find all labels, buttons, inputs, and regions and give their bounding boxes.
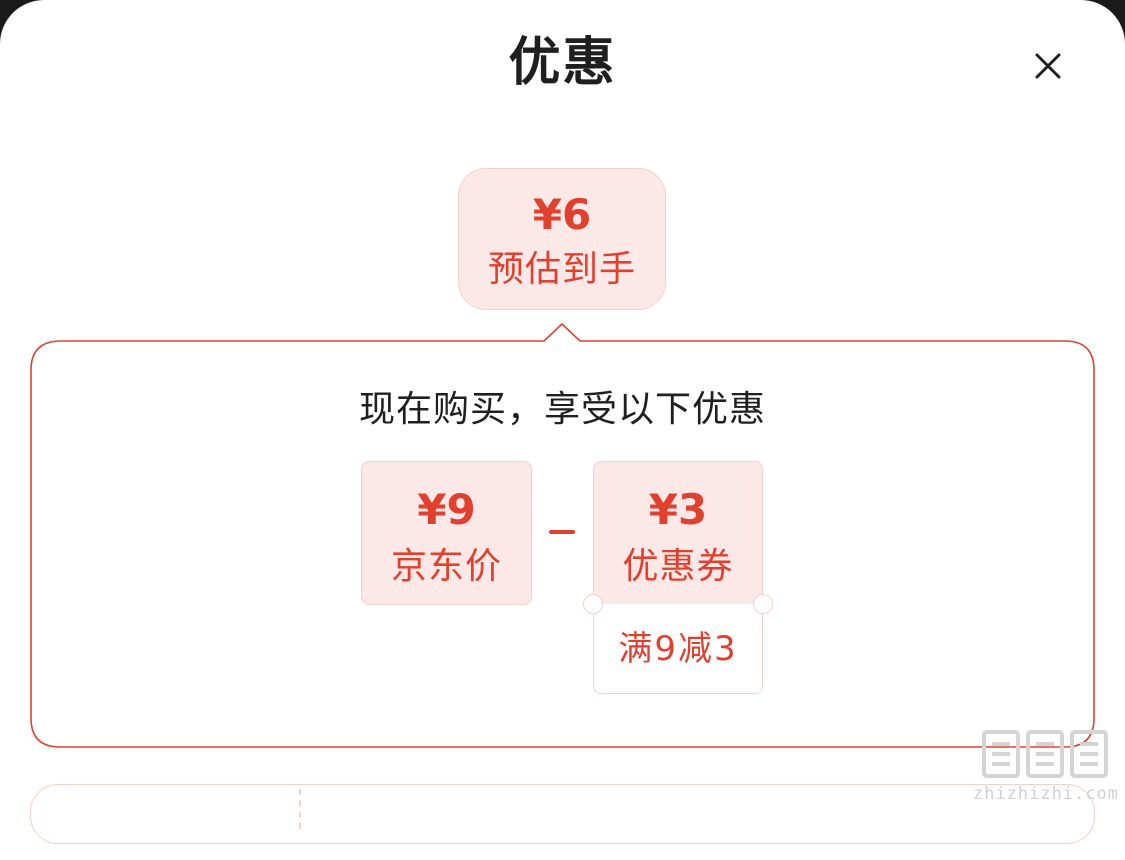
coupon-label: 优惠券 (622, 546, 734, 587)
purchase-headline: 现在购买，享受以下优惠 (358, 389, 766, 430)
estimated-price: ¥6 (532, 190, 592, 239)
coupon-notch-right (753, 594, 773, 614)
next-card-divider (299, 789, 301, 829)
next-coupon-card[interactable] (30, 784, 1095, 844)
minus-operator (549, 530, 575, 534)
jd-price-card: ¥9 京东价 (361, 461, 532, 605)
coupon-condition: 满9减3 (593, 604, 763, 694)
close-icon (1035, 53, 1061, 79)
sheet-title: 优惠 (508, 33, 617, 93)
watermark-domain: zhizhizhi.com (972, 784, 1120, 804)
coupon-card: ¥3 优惠券 (593, 461, 763, 605)
jd-price-label: 京东价 (390, 546, 502, 587)
estimated-price-badge: ¥6 预估到手 (458, 168, 666, 310)
site-watermark: zhizhizhi.com (972, 722, 1120, 808)
discount-panel-outline (30, 322, 1095, 748)
estimated-price-label: 预估到手 (487, 249, 636, 290)
jd-price-value: ¥9 (417, 485, 476, 534)
coupon-value: ¥3 (648, 485, 708, 534)
coupon-notch-left (583, 594, 603, 614)
watermark-logo-icon (982, 730, 1108, 778)
close-button[interactable] (1020, 40, 1076, 96)
